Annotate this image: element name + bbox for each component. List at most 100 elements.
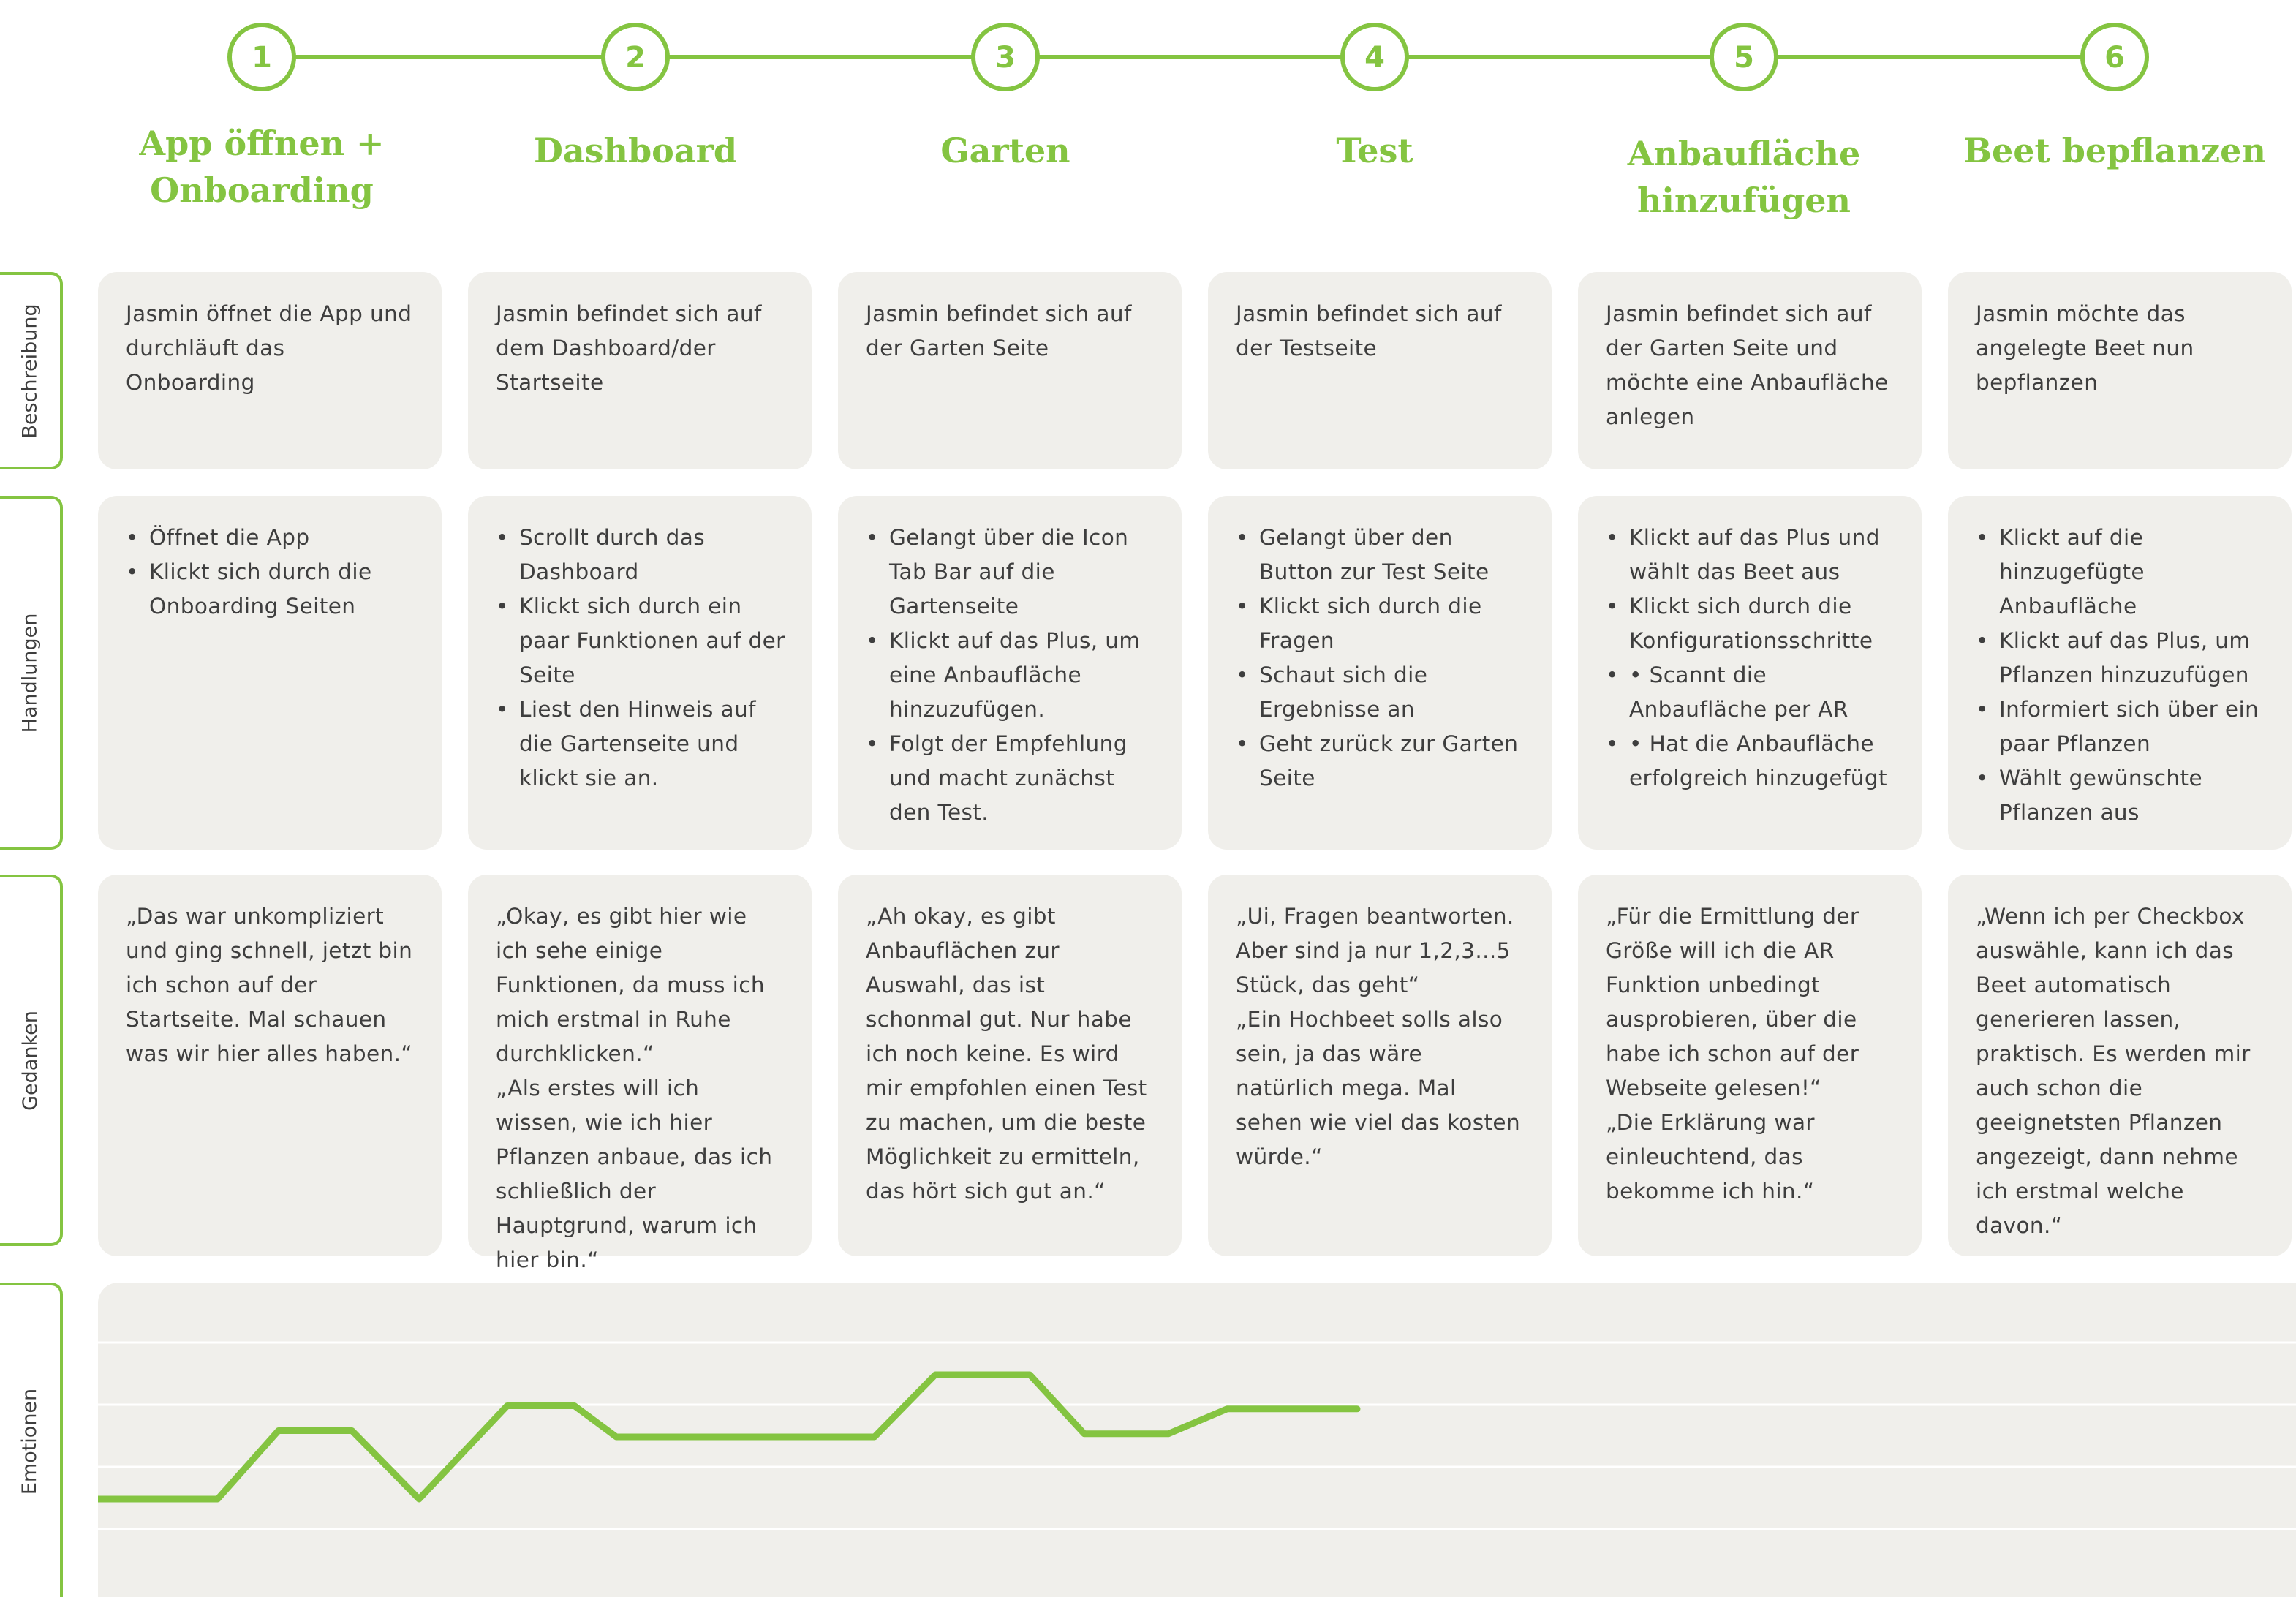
beschreibung-card-2: Jasmin befindet sich auf dem Dashboard/d…	[468, 272, 812, 469]
emotion-chart	[98, 1283, 2296, 1597]
action-list: Gelangt über die Icon Tab Bar auf die Ga…	[866, 521, 1155, 830]
thought-text: „Für die Ermittlung der Größe will ich d…	[1606, 904, 1859, 1100]
step-circle	[1710, 23, 1778, 91]
card-text: Jasmin öffnet die App und durchläuft das…	[126, 301, 412, 395]
step-circle	[227, 23, 296, 91]
step-circle	[1340, 23, 1409, 91]
action-item: Geht zurück zur Garten Seite	[1236, 727, 1525, 796]
step-timeline: 1 2 3 4 5 6	[227, 23, 2149, 91]
step-title-2: Dashboard	[467, 127, 804, 174]
step-title-3: Garten	[837, 127, 1174, 174]
action-item: Klickt auf das Plus, um Pflanzen hinzuzu…	[1976, 624, 2265, 692]
emotion-curve	[98, 1371, 1361, 1503]
card-text: Jasmin möchte das angelegte Beet nun bep…	[1976, 301, 2194, 395]
action-item: Scrollt durch das Dashboard	[496, 521, 785, 589]
step-title-line: hinzufügen	[1636, 181, 1851, 220]
card-text: Jasmin befindet sich auf der Garten Seit…	[866, 301, 1132, 360]
action-item: Informiert sich über ein paar Pflanzen	[1976, 692, 2265, 761]
handlungen-card-1: Öffnet die AppKlickt sich durch die Onbo…	[98, 496, 442, 850]
action-item: • Hat die Anbaufläche erfolgreich hinzug…	[1606, 727, 1895, 796]
step-circle	[2080, 23, 2149, 91]
step-title-line: Dashboard	[533, 131, 738, 170]
thought-text: „Ein Hochbeet solls also sein, ja das wä…	[1236, 1007, 1521, 1169]
row-label-emotionen: Emotionen	[0, 1283, 63, 1597]
row-label-handlungen: Handlungen	[0, 496, 63, 850]
action-list: Klickt auf das Plus und wählt das Beet a…	[1606, 521, 1895, 796]
gedanken-card-4: „Ui, Fragen beantworten. Aber sind ja nu…	[1208, 875, 1552, 1256]
step-number: 3	[995, 41, 1016, 75]
step-title-line: Garten	[940, 131, 1070, 170]
step-marker-1: 1	[227, 23, 296, 91]
step-number: 2	[625, 41, 646, 75]
thought-text: „Wenn ich per Checkbox auswähle, kann ic…	[1976, 904, 2251, 1238]
action-item: Klickt auf das Plus und wählt das Beet a…	[1606, 521, 1895, 589]
thought-text: „Ui, Fragen beantworten. Aber sind ja nu…	[1236, 904, 1514, 997]
beschreibung-card-1: Jasmin öffnet die App und durchläuft das…	[98, 272, 442, 469]
gedanken-card-1: „Das war unkompliziert und ging schnell,…	[98, 875, 442, 1256]
step-marker-4: 4	[1340, 23, 1409, 91]
action-item: Klickt auf die hinzugefügte Anbaufläche	[1976, 521, 2265, 624]
action-item: Klickt sich durch ein paar Funktionen au…	[496, 589, 785, 692]
step-number: 1	[252, 41, 272, 75]
row-label-text: Emotionen	[18, 1388, 42, 1495]
step-title-line: Beet bepflanzen	[1963, 131, 2266, 170]
step-marker-3: 3	[971, 23, 1040, 91]
step-title-6: Beet bepflanzen	[1946, 127, 2283, 174]
gedanken-card-6: „Wenn ich per Checkbox auswähle, kann ic…	[1948, 875, 2292, 1256]
action-item: Klickt auf das Plus, um eine Anbaufläche…	[866, 624, 1155, 727]
action-item: Wählt gewünschte Pflanzen aus	[1976, 761, 2265, 830]
step-marker-6: 6	[2080, 23, 2149, 91]
action-list: Klickt auf die hinzugefügte AnbauflächeK…	[1976, 521, 2265, 830]
row-label-beschreibung: Beschreibung	[0, 272, 63, 469]
beschreibung-card-4: Jasmin befindet sich auf der Testseite	[1208, 272, 1552, 469]
card-text: Jasmin befindet sich auf dem Dashboard/d…	[496, 301, 762, 395]
emotion-chart-svg	[98, 1341, 2296, 1530]
beschreibung-card-5: Jasmin befindet sich auf der Garten Seit…	[1578, 272, 1922, 469]
step-title-1: App öffnen + Onboarding	[94, 120, 430, 214]
step-marker-2: 2	[601, 23, 670, 91]
gedanken-card-2: „Okay, es gibt hier wie ich sehe einige …	[468, 875, 812, 1272]
action-item: Klickt sich durch die Konfigurationsschr…	[1606, 589, 1895, 658]
action-item: Klickt sich durch die Onboarding Seiten	[126, 555, 415, 624]
action-item: Gelangt über den Button zur Test Seite	[1236, 521, 1525, 589]
step-title-5: Anbaufläche hinzufügen	[1576, 130, 1912, 224]
thought-text: „Die Erklärung war einleuchtend, das bek…	[1606, 1110, 1815, 1204]
step-title-line: App öffnen +	[139, 124, 385, 163]
handlungen-card-5: Klickt auf das Plus und wählt das Beet a…	[1578, 496, 1922, 850]
thought-text: „Okay, es gibt hier wie ich sehe einige …	[496, 904, 765, 1066]
handlungen-card-3: Gelangt über die Icon Tab Bar auf die Ga…	[838, 496, 1182, 850]
handlungen-card-4: Gelangt über den Button zur Test SeiteKl…	[1208, 496, 1552, 850]
action-item: • Scannt die Anbaufläche per AR	[1606, 658, 1895, 727]
thought-text: „Das war unkompliziert und ging schnell,…	[126, 904, 413, 1066]
action-item: Schaut sich die Ergebnisse an	[1236, 658, 1525, 727]
action-item: Liest den Hinweis auf die Gartenseite un…	[496, 692, 785, 796]
step-number: 6	[2104, 41, 2125, 75]
action-list: Öffnet die AppKlickt sich durch die Onbo…	[126, 521, 415, 624]
action-list: Scrollt durch das DashboardKlickt sich d…	[496, 521, 785, 796]
gedanken-card-5: „Für die Ermittlung der Größe will ich d…	[1578, 875, 1922, 1256]
row-label-text: Handlungen	[18, 613, 42, 733]
card-text: Jasmin befindet sich auf der Testseite	[1236, 301, 1502, 360]
action-item: Folgt der Empfehlung und macht zunächst …	[866, 727, 1155, 830]
step-title-line: Anbaufläche	[1627, 134, 1861, 173]
beschreibung-card-6: Jasmin möchte das angelegte Beet nun bep…	[1948, 272, 2292, 469]
action-item: Gelangt über die Icon Tab Bar auf die Ga…	[866, 521, 1155, 624]
step-marker-5: 5	[1710, 23, 1778, 91]
step-title-line: Onboarding	[150, 170, 374, 210]
thought-text: „Ah okay, es gibt Anbauflächen zur Auswa…	[866, 904, 1147, 1204]
step-circle	[601, 23, 670, 91]
action-item: Klickt sich durch die Fragen	[1236, 589, 1525, 658]
row-label-text: Gedanken	[18, 1010, 42, 1111]
step-number: 5	[1734, 41, 1754, 75]
thought-text: „Als erstes will ich wissen, wie ich hie…	[496, 1076, 773, 1272]
beschreibung-card-3: Jasmin befindet sich auf der Garten Seit…	[838, 272, 1182, 469]
action-item: Öffnet die App	[126, 521, 415, 555]
row-label-text: Beschreibung	[18, 303, 42, 439]
card-text: Jasmin befindet sich auf der Garten Seit…	[1606, 301, 1889, 429]
gedanken-card-3: „Ah okay, es gibt Anbauflächen zur Auswa…	[838, 875, 1182, 1256]
handlungen-card-6: Klickt auf die hinzugefügte AnbauflächeK…	[1948, 496, 2292, 850]
handlungen-card-2: Scrollt durch das DashboardKlickt sich d…	[468, 496, 812, 850]
step-title-line: Test	[1336, 131, 1413, 170]
step-number: 4	[1364, 41, 1385, 75]
row-label-gedanken: Gedanken	[0, 875, 63, 1246]
